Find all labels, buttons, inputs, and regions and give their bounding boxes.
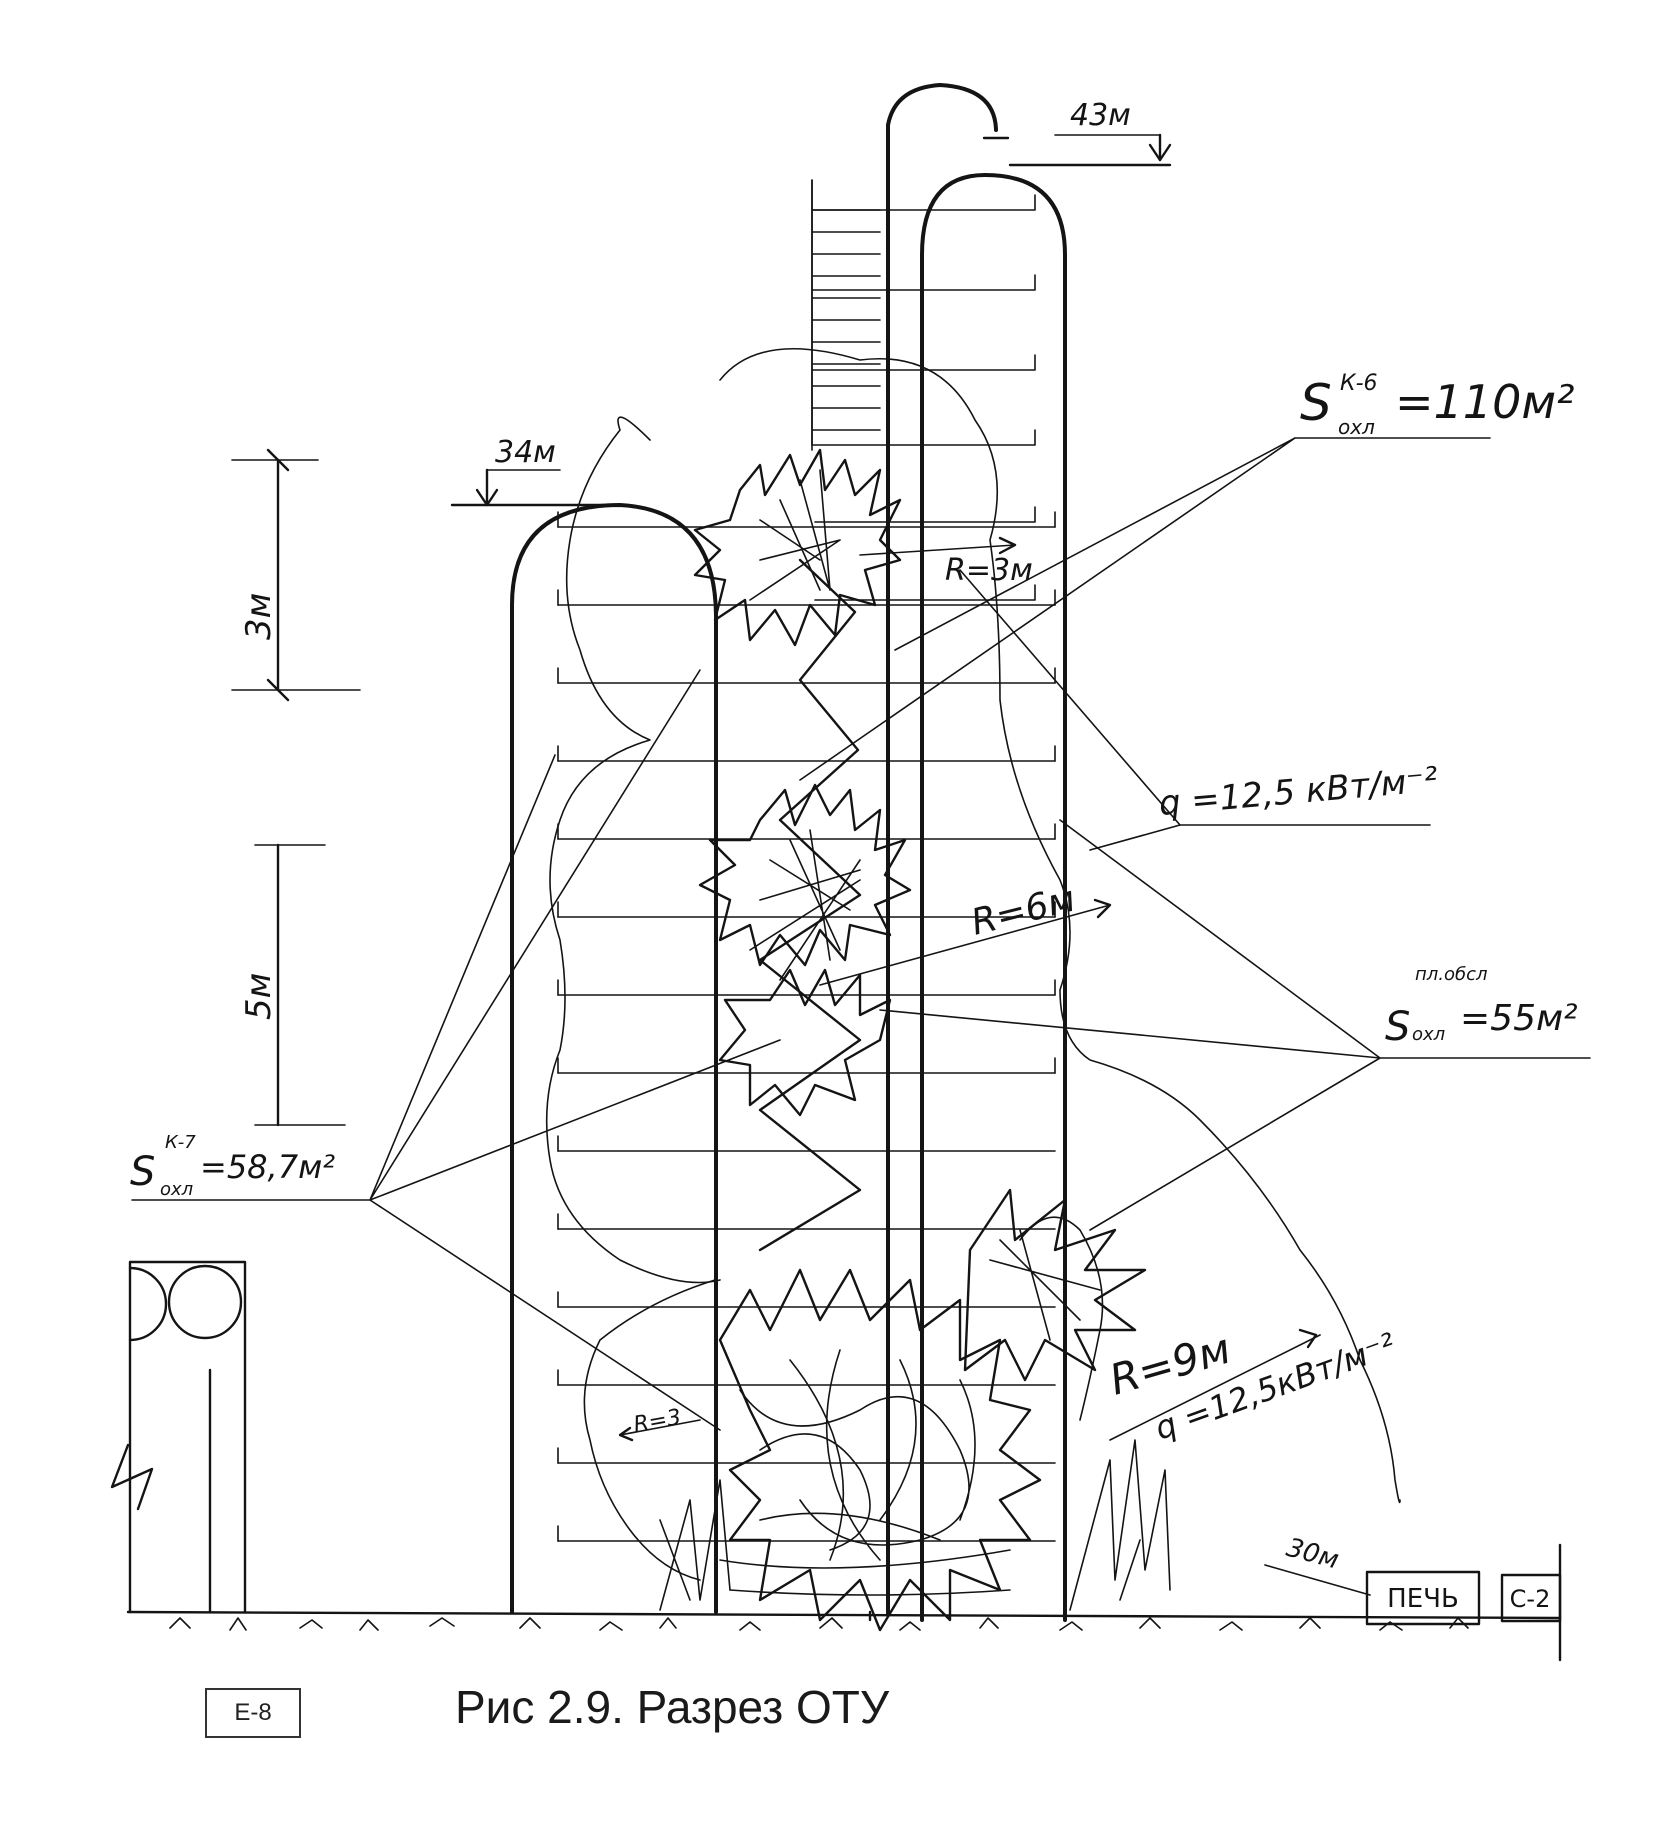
platforms — [557, 179, 1056, 1542]
furnace-label: ПЕЧЬ — [1387, 1584, 1459, 1614]
distance-label: 30м — [1283, 1533, 1342, 1576]
area-k6-label: S охл К-6 =110м² — [1300, 371, 1575, 439]
fire-zones — [545, 347, 1401, 1581]
svg-text:S: S — [130, 1149, 155, 1195]
svg-text:S: S — [1300, 374, 1332, 432]
svg-text:К-7: К-7 — [165, 1132, 196, 1153]
area-neighbor-label: S охл пл.обсл =55м² — [1385, 964, 1578, 1050]
sheet-tag: Е-8 — [205, 1688, 301, 1738]
svg-text:=58,7м²: =58,7м² — [200, 1148, 335, 1186]
svg-text:=55м²: =55м² — [1460, 998, 1578, 1039]
svg-text:К-6: К-6 — [1340, 371, 1378, 396]
flames — [659, 448, 1171, 1632]
dimension-lower-label: 5м — [239, 973, 279, 1020]
svg-text:=110м²: =110м² — [1395, 375, 1575, 429]
column-k7 — [450, 468, 718, 1614]
level-k7-label: 34м — [495, 435, 556, 470]
svg-text:пл.обсл: пл.обсл — [1415, 964, 1488, 985]
dimension-lines — [231, 448, 361, 1127]
equipment-label: С-2 — [1510, 1585, 1551, 1613]
svg-text:охл: охл — [1338, 415, 1375, 439]
furnace-box: ПЕЧЬ — [1365, 1570, 1481, 1626]
dimension-upper-label: 3м — [239, 593, 279, 640]
radius-6-label: R=6м — [967, 878, 1079, 943]
heat-flux-label: q =12,5 кВт/м⁻² — [1157, 760, 1440, 824]
radius-3-top-label: R=3м — [945, 553, 1033, 588]
figure-caption: Рис 2.9. Разрез ОТУ — [455, 1681, 890, 1733]
column-k6 — [868, 83, 1172, 1622]
level-k6-label: 43м — [1070, 98, 1131, 133]
ground — [126, 1610, 1562, 1631]
radius-3-left-label: R=3 — [632, 1405, 683, 1438]
area-k7-label: S охл К-7 =58,7м² — [130, 1132, 335, 1200]
left-structure — [110, 1260, 247, 1614]
svg-text:S: S — [1385, 1004, 1410, 1050]
equipment-box: С-2 — [1500, 1543, 1562, 1662]
svg-text:охл: охл — [1412, 1024, 1445, 1045]
leader-lines — [131, 437, 1591, 1596]
svg-text:охл: охл — [160, 1179, 193, 1200]
